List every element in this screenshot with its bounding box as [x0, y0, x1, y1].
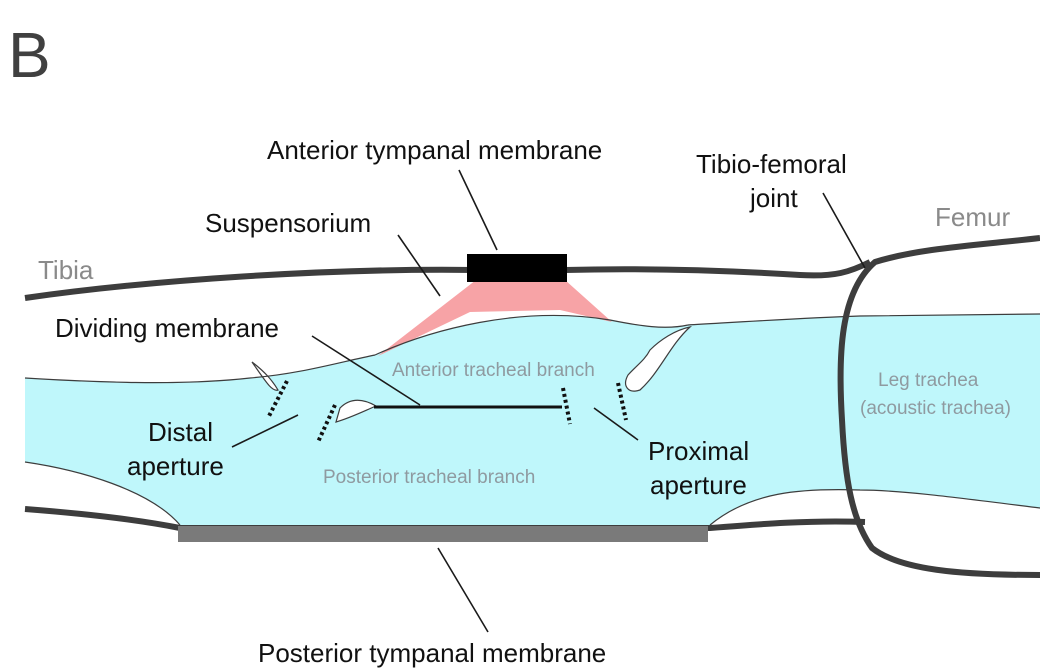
label-proximal-aperture-line1: Proximal [648, 436, 749, 466]
label-anterior-tracheal-branch: Anterior tracheal branch [392, 360, 595, 381]
leader-suspensorium [398, 235, 440, 296]
label-posterior-tracheal-branch: Posterior tracheal branch [323, 467, 535, 488]
label-posterior-tympanal-membrane: Posterior tympanal membrane [258, 638, 606, 668]
anterior-tympanal-membrane [467, 254, 567, 282]
label-femur: Femur [935, 202, 1010, 232]
label-proximal-aperture-line2: aperture [650, 470, 747, 500]
label-anterior-tympanal-membrane: Anterior tympanal membrane [267, 135, 602, 165]
leader-anterior-tympanal [459, 170, 497, 250]
leader-tibio-femoral [823, 193, 865, 268]
label-tibio-femoral-line1: Tibio-femoral [696, 149, 847, 179]
label-leg-trachea-line1: Leg trachea [878, 370, 979, 391]
label-dividing-membrane: Dividing membrane [55, 313, 279, 343]
tibia-upper-cuticle [25, 262, 870, 298]
label-distal-aperture-line2: aperture [127, 451, 224, 481]
label-distal-aperture-line1: Distal [148, 417, 213, 447]
label-tibio-femoral-line2: joint [749, 183, 798, 213]
label-leg-trachea-line2: (acoustic trachea) [860, 398, 1011, 419]
leader-posterior-tympanal [438, 548, 488, 632]
posterior-tympanal-membrane [178, 526, 708, 542]
label-suspensorium: Suspensorium [205, 208, 371, 238]
panel-letter: B [8, 19, 51, 91]
label-tibia: Tibia [38, 255, 94, 285]
